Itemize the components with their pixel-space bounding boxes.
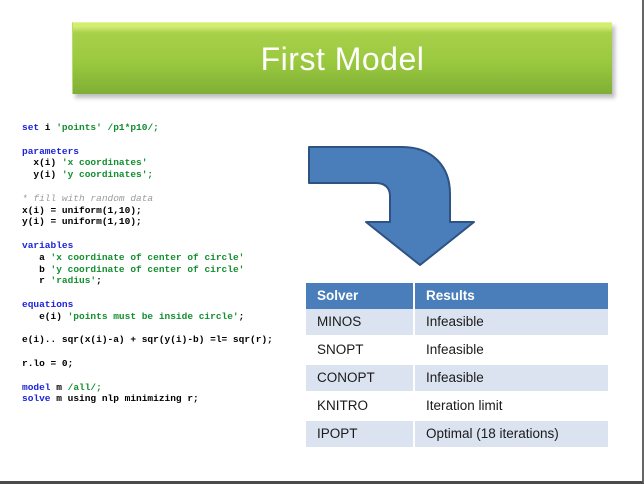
cell-result: Infeasible (414, 309, 608, 337)
cell-result: Optimal (18 iterations) (414, 420, 608, 449)
code-token: /p1*p10/; (107, 122, 159, 133)
code-token: m (50, 381, 68, 393)
code-line: y(i) 'y coordinates'; (22, 169, 300, 181)
code-token: solve (22, 393, 51, 405)
cell-result: Infeasible (414, 364, 608, 393)
table-header-row: Solver Results (306, 283, 608, 309)
code-token: 'x coordinate of center of circle' (50, 251, 245, 263)
code-line: e(i) 'points must be inside circle'; (22, 311, 300, 323)
code-token: b (22, 263, 51, 275)
cell-result: Iteration limit (414, 392, 608, 421)
code-token: a (22, 251, 51, 263)
code-line: r.lo = 0; (22, 358, 300, 370)
code-line (22, 228, 300, 240)
code-token: ; (238, 310, 245, 322)
code-token: equations (22, 298, 74, 310)
page-title: First Model (260, 40, 425, 77)
code-token: 'points must be inside circle' (67, 310, 239, 322)
code-token: variables (22, 239, 74, 251)
code-line (22, 134, 300, 146)
cell-solver: MINOS (306, 309, 415, 337)
code-line: r 'radius'; (22, 275, 300, 287)
code-token: parameters (22, 145, 80, 157)
code-line (22, 323, 300, 335)
code-line (22, 370, 300, 382)
code-token: 'radius' (50, 275, 97, 287)
code-token: y(i) (22, 169, 62, 181)
column-header-solver: Solver (306, 283, 415, 309)
code-line (22, 346, 300, 358)
cell-solver: CONOPT (306, 364, 415, 393)
code-token: m using nlp minimizing r; (50, 393, 199, 405)
code-line: equations (22, 299, 300, 311)
code-token: * fill with random data (22, 192, 154, 204)
code-token: x(i) = uniform(1,10); (22, 204, 142, 216)
code-token: 'y coordinates'; (61, 169, 154, 181)
cell-solver: SNOPT (306, 336, 415, 365)
code-line: * fill with random data (22, 193, 300, 205)
column-header-results: Results (414, 283, 608, 309)
code-line: parameters (22, 146, 300, 158)
code-token: set (22, 122, 40, 133)
cell-result: Infeasible (414, 336, 608, 365)
cell-solver: IPOPT (306, 420, 415, 449)
code-token: ; (96, 275, 102, 287)
code-token: e(i) (22, 310, 68, 322)
code-token: i (39, 122, 57, 133)
code-line (22, 287, 300, 299)
code-token: r.lo = 0; (22, 357, 74, 369)
cell-solver: KNITRO (306, 392, 415, 421)
code-token: x(i) (22, 157, 62, 169)
code-line (22, 181, 300, 193)
code-token: e(i).. sqr(x(i)-a) + sqr(y(i)-b) =l= sqr… (22, 334, 273, 346)
code-line: x(i) = uniform(1,10); (22, 205, 300, 217)
slide-title-banner: First Model (72, 22, 612, 94)
code-token: y(i) = uniform(1,10); (22, 216, 142, 228)
code-line: a 'x coordinate of center of circle' (22, 252, 300, 264)
code-line: x(i) 'x coordinates' (22, 157, 300, 169)
code-line: solve m using nlp minimizing r; (22, 393, 300, 405)
gams-code-block: set i 'points' /p1*p10/; parameters x(i)… (22, 122, 300, 405)
code-line: variables (22, 240, 300, 252)
code-line: set i 'points' /p1*p10/; (22, 122, 300, 134)
code-token: /all/; (67, 381, 102, 393)
code-line: b 'y coordinate of center of circle' (22, 264, 300, 276)
code-line: e(i).. sqr(x(i)-a) + sqr(y(i)-b) =l= sqr… (22, 334, 300, 346)
code-line: y(i) = uniform(1,10); (22, 216, 300, 228)
code-line: model m /all/; (22, 382, 300, 394)
bent-arrow-down-icon (306, 144, 478, 268)
code-token: 'points' (56, 122, 102, 133)
code-token: model (22, 381, 51, 393)
code-token: 'x coordinates' (61, 157, 148, 169)
code-token: r (22, 275, 51, 287)
code-token: 'y coordinate of center of circle' (50, 263, 245, 275)
